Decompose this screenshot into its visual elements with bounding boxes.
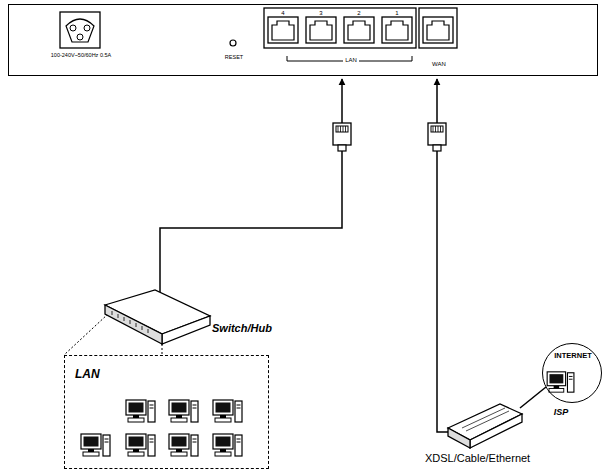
port-number: 1 <box>395 10 398 16</box>
isp-label: ISP <box>554 408 569 417</box>
node-text: 100-240V~50/60Hz 0.5A <box>51 52 111 58</box>
port-number: 2 <box>357 10 360 16</box>
internet-cloud: INTERNET <box>542 343 602 403</box>
node-text: LAN <box>343 57 359 64</box>
port-number: 4 <box>281 10 284 16</box>
node-text: WAN <box>432 61 446 68</box>
cable-connector <box>520 387 546 408</box>
cable-connector <box>160 79 342 292</box>
node-text: LAN <box>75 368 100 381</box>
node-text: INTERNET <box>554 352 592 360</box>
node-text: RESET <box>225 54 243 60</box>
modem: XDSL/Cable/Ethernet <box>425 396 602 470</box>
switch-hub: Switch/Hub <box>100 292 274 348</box>
router-panel: 100-240V~50/60Hz 0.5A RESET LAN WAN <box>8 4 598 76</box>
port-number: 3 <box>319 10 322 16</box>
lan-group: LAN <box>64 355 269 469</box>
node-text: Switch/Hub <box>212 322 272 334</box>
node-text: XDSL/Cable/Ethernet <box>425 452 530 464</box>
